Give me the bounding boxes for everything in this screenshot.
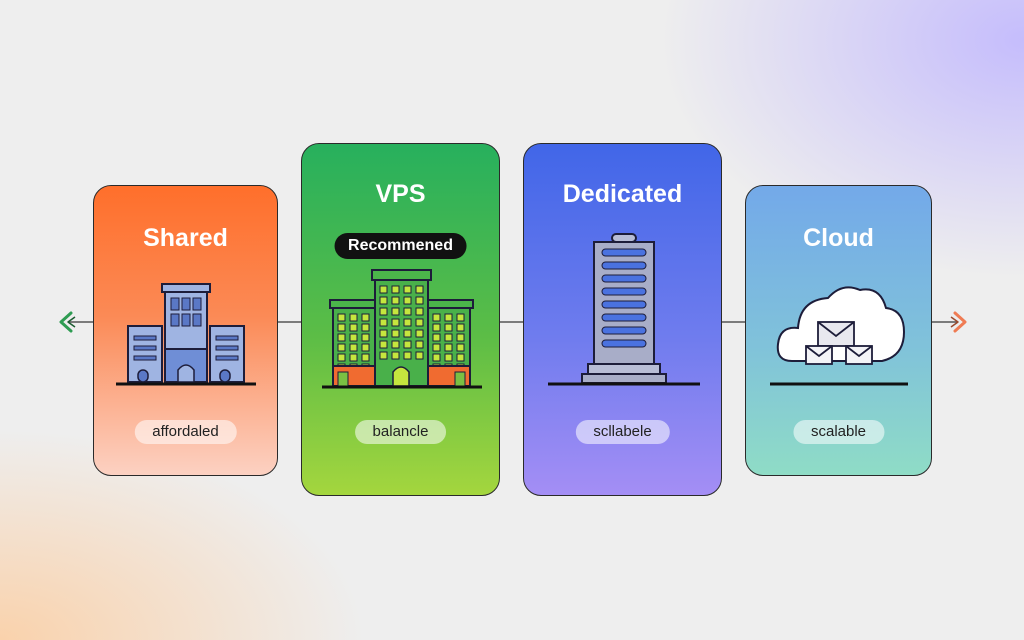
tier-title: Cloud — [803, 224, 874, 252]
tier-tag: scalable — [792, 420, 885, 444]
right-arrow-icon — [950, 311, 967, 333]
vps-building-icon — [322, 269, 482, 389]
tier-title: VPS — [375, 180, 426, 208]
tier-tag: scllabele — [575, 420, 670, 444]
tier-tag: affordaled — [134, 420, 237, 444]
dedicated-tower-icon — [548, 233, 700, 386]
tier-title: Dedicated — [562, 180, 683, 208]
tier-card-shared: Shared affo — [93, 185, 278, 476]
tier-card-cloud: Cloud scalable — [745, 185, 932, 476]
left-arrow-icon — [59, 311, 76, 333]
tier-tag: balancle — [354, 420, 447, 444]
tier-title: Shared — [143, 224, 228, 252]
tier-card-vps: VPS Recommened balancle — [301, 143, 500, 496]
cloud-mail-icon — [770, 286, 908, 386]
recommended-badge: Recommened — [334, 233, 467, 259]
shared-buildings-icon — [116, 283, 256, 386]
tier-card-dedicated: Dedicated scllabele — [523, 143, 722, 496]
